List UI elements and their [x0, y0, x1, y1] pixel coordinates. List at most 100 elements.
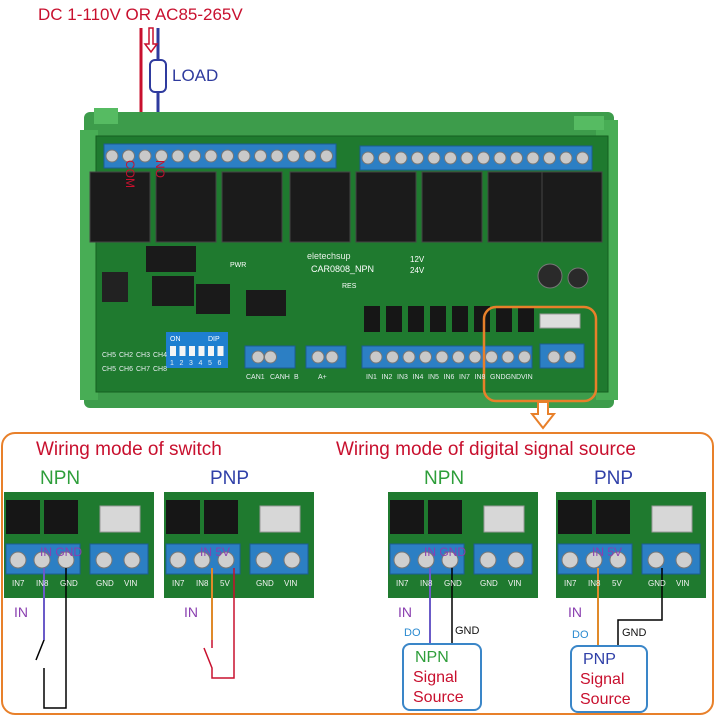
terminal-screw	[138, 149, 152, 163]
terminal-screw	[452, 350, 465, 364]
pwr-label: PWR	[230, 262, 247, 269]
closeup-pin-label: IN7	[12, 579, 25, 588]
closeup-opto	[204, 500, 238, 534]
terminal-screw	[361, 151, 375, 165]
term-in-item: IN2	[381, 374, 393, 381]
term-in-item: IN7	[459, 374, 470, 381]
dip-key	[189, 346, 195, 356]
term-in-item: IN3	[397, 374, 408, 381]
terminal-screw	[325, 350, 339, 364]
closeup-terminal-caption: IN GND	[40, 545, 82, 559]
closeup-terminal-caption: IN 5V	[200, 545, 231, 559]
capacitor-1	[537, 263, 563, 289]
dip-on-label: ON	[170, 336, 181, 343]
optocoupler	[386, 306, 402, 332]
pnp-signal-source-box: PNP Signal Source	[570, 645, 648, 713]
ch-row1-item: CH2	[119, 352, 134, 359]
closeup-heatsink	[259, 505, 301, 533]
signal-npn-gnd-label: GND	[455, 625, 480, 637]
terminal-screw	[647, 551, 665, 569]
closeup-pin-label: 5V	[220, 579, 230, 588]
terminal-screw	[479, 551, 497, 569]
closeup-opto	[596, 500, 630, 534]
load-resistor-icon	[149, 59, 167, 93]
closeup-pin-label: IN8	[588, 579, 601, 588]
terminal-screw	[468, 350, 482, 364]
chip-driver	[146, 246, 196, 272]
closeup-pin-label: VIN	[508, 579, 522, 588]
terminal-screw	[559, 151, 573, 165]
terminal-screw	[411, 151, 424, 165]
signal-npn-in-label: IN	[398, 604, 412, 620]
closeup-pin-label: IN8	[196, 579, 209, 588]
terminal-screw	[435, 350, 449, 364]
optocoupler	[408, 306, 424, 332]
terminal-screw	[675, 551, 693, 569]
terminal-screw	[477, 151, 490, 165]
ch-row2-item: CH7	[136, 366, 151, 373]
terminal-screw	[287, 149, 300, 163]
closeup-pin-label: GND	[60, 579, 78, 588]
terminal-screw	[561, 551, 579, 569]
pnp-source-type: PNP	[583, 651, 616, 668]
closeup-heatsink	[99, 505, 141, 533]
term-in-item: VIN	[521, 374, 533, 381]
brand-label: eletechsup	[307, 251, 351, 261]
closeup-pcb-strip	[4, 576, 154, 598]
chip-aux	[246, 290, 286, 316]
closeup-heatsink	[483, 505, 525, 533]
closeup-pin-label: 5V	[612, 579, 622, 588]
relay-1	[89, 171, 151, 243]
dip-nums-item: 1	[170, 360, 174, 367]
closeup-opto	[6, 500, 40, 534]
supply-voltage-label: DC 1-110V OR AC85-265V	[38, 5, 243, 24]
terminal-screw	[526, 151, 540, 165]
dip-nums-item: 2	[179, 360, 184, 367]
terminal-screw	[171, 149, 185, 163]
terminal-screw	[303, 149, 317, 163]
relay-2	[155, 171, 217, 243]
closeup-terminal-caption: IN GND	[424, 545, 466, 559]
terminal-screw	[441, 551, 459, 569]
relay-6	[421, 171, 483, 243]
ch-row1-item: CH5	[102, 352, 117, 359]
terminal-screw	[283, 551, 301, 569]
load-label: LOAD	[172, 66, 219, 85]
terminal-screw	[221, 149, 234, 163]
terminal-screw	[576, 151, 589, 165]
closeup-heatsink	[651, 505, 693, 533]
npn-source-type: NPN	[415, 649, 449, 666]
terminal-screw	[33, 551, 51, 569]
dip-nums-item: 4	[198, 360, 203, 367]
closeup-pin-label: IN7	[396, 579, 409, 588]
switch-npn-in-label: IN	[14, 604, 28, 620]
terminal-screw	[369, 350, 383, 364]
npn-source-source: Source	[413, 689, 464, 706]
term-in-item: IN4	[412, 374, 424, 381]
term-in-item: IN8	[474, 374, 486, 381]
terminal-screw	[123, 551, 141, 569]
terminal-screw	[105, 149, 119, 163]
terminal-screw	[204, 149, 218, 163]
term-left-item: B	[294, 374, 299, 381]
terminal-screw	[507, 551, 525, 569]
closeup-opto	[428, 500, 462, 534]
terminal-screw	[264, 350, 277, 364]
terminal-screw	[255, 551, 273, 569]
terminal-screw	[394, 151, 408, 165]
signal-pnp-gnd-label: GND	[622, 627, 647, 639]
closeup-pin-label: IN7	[564, 579, 577, 588]
ch-row2-item: CH6	[119, 366, 134, 373]
signal-pnp-heading: PNP	[594, 468, 634, 489]
term-left-item: CAN1	[246, 374, 265, 381]
optocoupler	[364, 306, 380, 332]
terminal-screw	[217, 551, 235, 569]
terminal-screw	[9, 551, 27, 569]
terminal-screw	[547, 350, 561, 364]
term-in-item: IN6	[443, 374, 455, 381]
chip-can	[152, 276, 194, 306]
pnp-source-signal: Signal	[580, 671, 625, 688]
terminal-screw	[510, 151, 523, 165]
signal-npn-do-label: DO	[404, 627, 421, 639]
dip-nums-item: 3	[189, 360, 193, 367]
